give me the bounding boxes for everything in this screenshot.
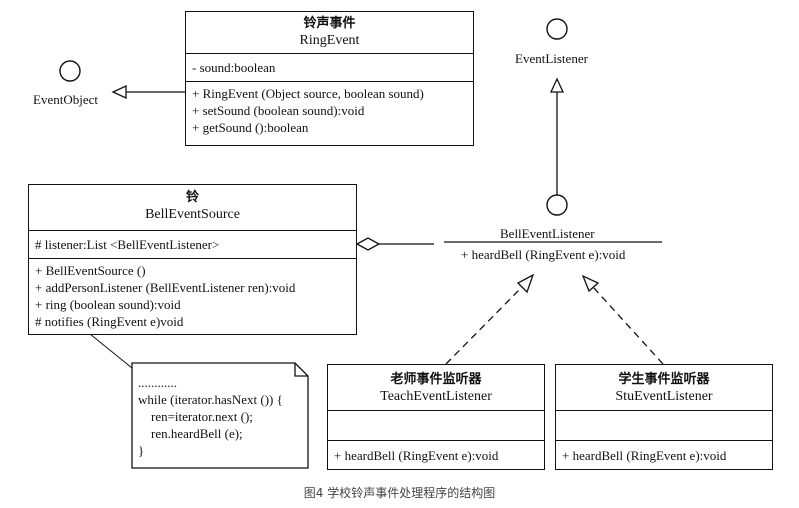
event-object-label: EventObject bbox=[33, 92, 98, 107]
ring-event-method: + RingEvent (Object source, boolean soun… bbox=[192, 86, 424, 101]
note-line: ren=iterator.next (); bbox=[138, 409, 253, 424]
note-line: ren.heardBell (e); bbox=[138, 426, 243, 441]
ring-event-method: + setSound (boolean sound):void bbox=[192, 103, 365, 118]
teach-method: + heardBell (RingEvent e):void bbox=[334, 448, 499, 463]
ring-event-title-en: RingEvent bbox=[299, 33, 360, 48]
stu-realizes-bell-listener bbox=[581, 274, 664, 365]
code-note: ............ while (iterator.hasNext ())… bbox=[138, 374, 298, 459]
bell-source-method: # notifies (RingEvent e)void bbox=[35, 314, 184, 329]
bell-source-title-cn: 铃 bbox=[185, 190, 199, 205]
bell-source-attribute: # listener:List <BellEventListener> bbox=[35, 237, 220, 252]
ring-event-title-cn: 铃声事件 bbox=[303, 16, 356, 31]
bell-source-aggregates-listener bbox=[355, 237, 434, 251]
stu-title-en: StuEventListener bbox=[615, 389, 713, 404]
stu-title-cn: 学生事件监听器 bbox=[618, 372, 710, 387]
note-line: ............ bbox=[138, 375, 177, 390]
bell-source-method: + BellEventSource () bbox=[35, 263, 146, 278]
ring-event-attribute: - sound:boolean bbox=[192, 60, 276, 75]
teach-attributes-empty bbox=[328, 410, 544, 440]
bell-source-method: + addPersonListener (BellEventListener r… bbox=[35, 280, 296, 295]
ring-event-method: + getSound ():boolean bbox=[192, 120, 309, 135]
code-note-shape bbox=[131, 362, 309, 469]
note-line: } bbox=[138, 443, 145, 458]
bell-listener-name: BellEventListener bbox=[500, 226, 595, 241]
ring-event-class: 铃声事件 RingEvent - sound:boolean + RingEve… bbox=[185, 11, 474, 146]
stu-method: + heardBell (RingEvent e):void bbox=[562, 448, 727, 463]
ringevent-extends-eventobject bbox=[111, 84, 185, 100]
event-object-interface-circle bbox=[59, 60, 81, 82]
teach-realizes-bell-listener bbox=[445, 273, 535, 365]
teach-event-listener-class: 老师事件监听器 TeachEventListener + heardBell (… bbox=[327, 364, 545, 470]
note-line: while (iterator.hasNext ()) { bbox=[138, 392, 283, 407]
note-anchor-line bbox=[89, 333, 133, 369]
teach-title-cn: 老师事件监听器 bbox=[390, 372, 482, 387]
bell-source-title-en: BellEventSource bbox=[145, 207, 240, 222]
event-listener-interface-circle bbox=[546, 18, 568, 40]
bell-event-source-class: 铃 BellEventSource # listener:List <BellE… bbox=[28, 184, 357, 335]
bell-source-method: + ring (boolean sound):void bbox=[35, 297, 181, 312]
bell-listener-interface-circle bbox=[546, 194, 568, 216]
stu-event-listener-class: 学生事件监听器 StuEventListener + heardBell (Ri… bbox=[555, 364, 773, 470]
figure-caption: 图4 学校铃声事件处理程序的结构图 bbox=[303, 486, 496, 500]
event-listener-label: EventListener bbox=[515, 51, 588, 66]
stu-attributes-empty bbox=[556, 410, 772, 440]
teach-title-en: TeachEventListener bbox=[380, 389, 492, 404]
bell-listener-method: + heardBell (RingEvent e):void bbox=[461, 247, 626, 262]
bell-listener-extends-eventlistener bbox=[549, 77, 565, 195]
